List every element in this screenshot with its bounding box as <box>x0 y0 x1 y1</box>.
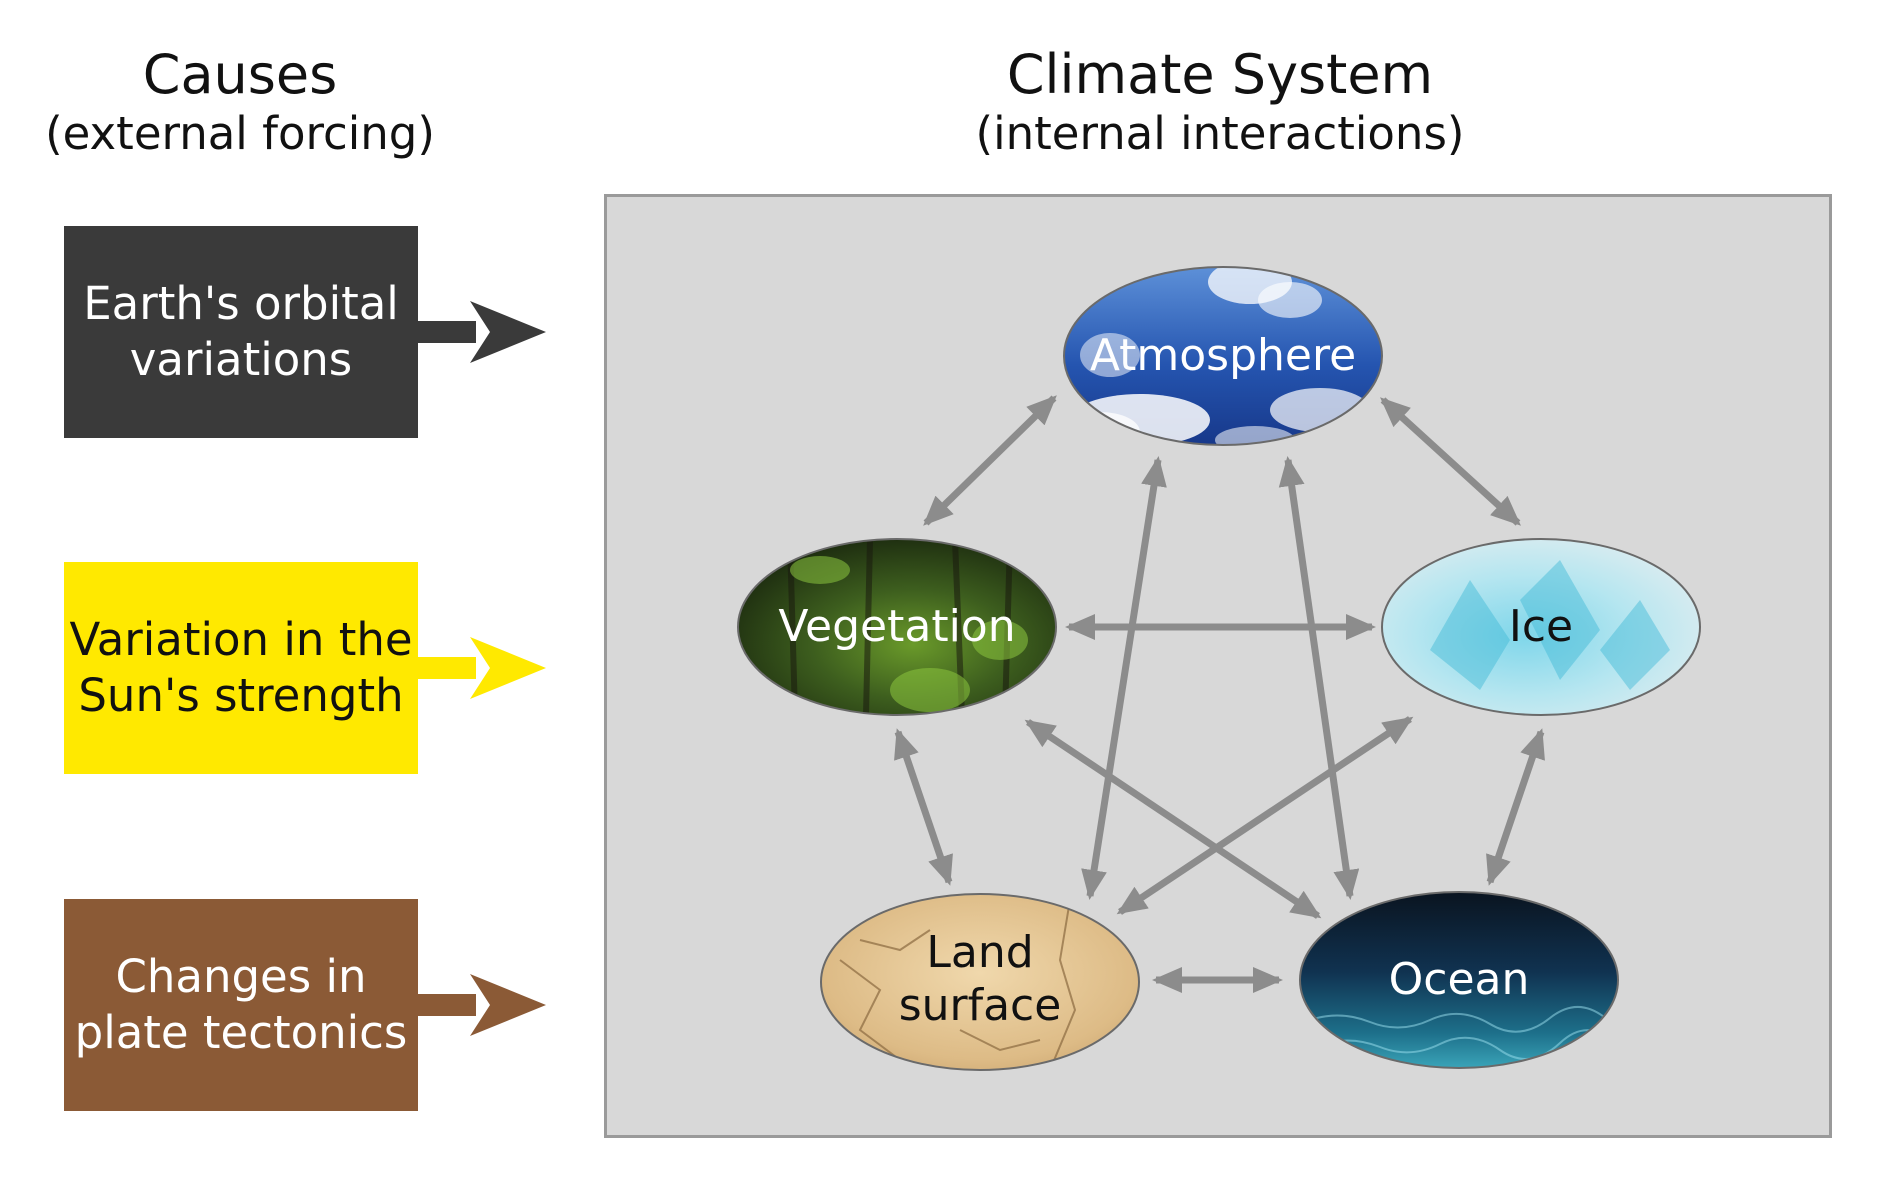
causes-heading: Causes (external forcing) <box>40 44 440 162</box>
climate-title: Climate System <box>1006 43 1434 106</box>
arrow-vegetation-land <box>894 728 953 886</box>
arrow-ice-ocean <box>1486 728 1545 886</box>
node-ice: Ice <box>1381 538 1701 716</box>
node-ocean: Ocean <box>1299 891 1619 1069</box>
cause-arrow-sun <box>418 637 546 699</box>
causes-title: Causes <box>142 43 338 106</box>
arrow-atmosphere-ice <box>1380 397 1521 526</box>
cause-sun-strength: Variation in the Sun's strength <box>64 562 418 774</box>
arrow-atmosphere-ocean <box>1278 456 1360 900</box>
arrow-ice-land <box>1116 716 1414 915</box>
label-ocean: Ocean <box>1389 954 1530 1005</box>
cause-sun-line2: Sun's strength <box>78 669 404 722</box>
arrow-vegetation-ocean <box>1024 719 1322 919</box>
node-vegetation: Vegetation <box>737 538 1057 716</box>
cause-orbital-variations: Earth's orbital variations <box>64 226 418 438</box>
label-land-line2: surface <box>899 980 1062 1031</box>
label-ice: Ice <box>1509 601 1573 652</box>
cause-tectonics-line2: plate tectonics <box>74 1006 408 1059</box>
arrow-atmosphere-vegetation <box>923 395 1057 526</box>
arrow-atmosphere-land <box>1081 456 1167 900</box>
cause-plate-tectonics: Changes in plate tectonics <box>64 899 418 1111</box>
cause-tectonics-line1: Changes in <box>115 950 367 1003</box>
label-atmosphere: Atmosphere <box>1090 330 1356 381</box>
causes-subtitle: (external forcing) <box>45 107 435 160</box>
climate-heading: Climate System (internal interactions) <box>920 44 1520 162</box>
cause-arrow-orbital <box>418 301 546 363</box>
cause-arrow-tectonics <box>418 974 546 1036</box>
cause-sun-line1: Variation in the <box>69 613 413 666</box>
cause-orbital-line1: Earth's orbital <box>83 277 399 330</box>
cause-orbital-line2: variations <box>129 333 353 386</box>
node-land-surface: Land surface <box>820 893 1140 1071</box>
climate-subtitle: (internal interactions) <box>975 107 1465 160</box>
label-land-line1: Land <box>926 927 1033 978</box>
label-vegetation: Vegetation <box>778 601 1015 652</box>
node-atmosphere: Atmosphere <box>1063 266 1383 446</box>
